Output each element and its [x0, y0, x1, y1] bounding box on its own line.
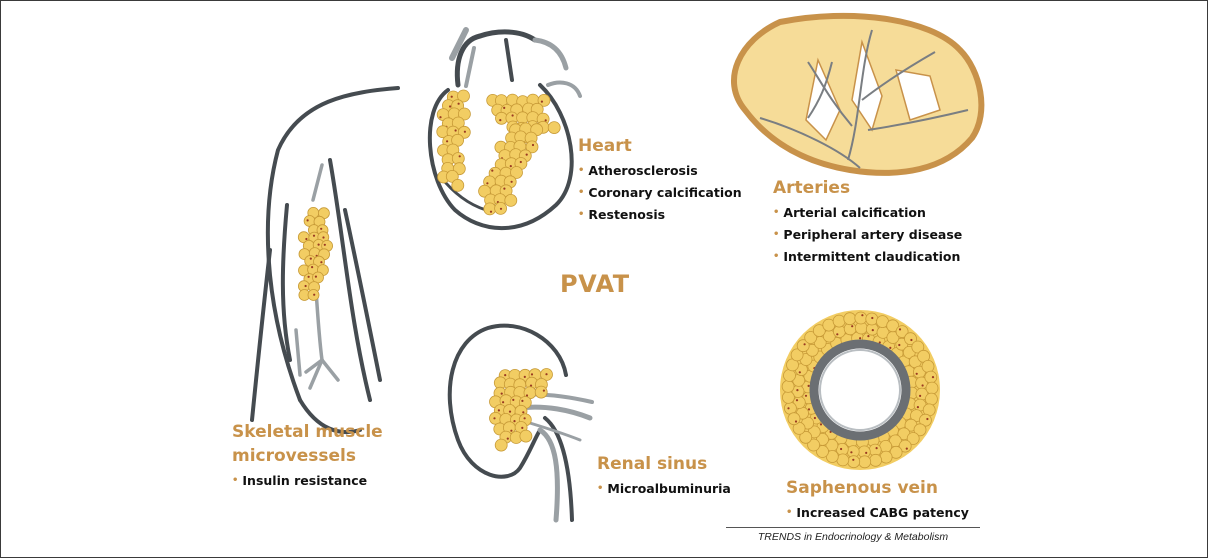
- journal-credit: TRENDS in Endocrinology & Metabolism: [726, 527, 980, 543]
- list-item: •Intermittent claudication: [773, 247, 962, 269]
- skeletal-title-line1: Skeletal muscle: [232, 420, 383, 444]
- list-item: •Microalbuminuria: [597, 479, 731, 501]
- skeletal-list: •Insulin resistance: [232, 471, 383, 493]
- heart-fat-cluster: [437, 90, 560, 215]
- list-item: •Arterial calcification: [773, 203, 962, 225]
- heart-title: Heart: [578, 134, 742, 158]
- arteries-title: Arteries: [773, 176, 962, 200]
- list-item: •Increased CABG patency: [786, 503, 969, 525]
- arm-fat-cluster: [298, 207, 332, 300]
- list-item: •Peripheral artery disease: [773, 225, 962, 247]
- renal-title: Renal sinus: [597, 452, 731, 476]
- list-item: •Restenosis: [578, 205, 742, 227]
- list-item: •Coronary calcification: [578, 183, 742, 205]
- arteries-block: Arteries •Arterial calcification •Periph…: [773, 176, 962, 269]
- list-item: •Insulin resistance: [232, 471, 383, 493]
- heart-list: •Atherosclerosis •Coronary calcification…: [578, 161, 742, 227]
- renal-list: •Microalbuminuria: [597, 479, 731, 501]
- renal-block: Renal sinus •Microalbuminuria: [597, 452, 731, 501]
- skeletal-block: Skeletal muscle microvessels •Insulin re…: [232, 420, 383, 493]
- saphenous-block: Saphenous vein •Increased CABG patency: [786, 476, 969, 525]
- heart-block: Heart •Atherosclerosis •Coronary calcifi…: [578, 134, 742, 227]
- saphenous-list: •Increased CABG patency: [786, 503, 969, 525]
- list-item: •Atherosclerosis: [578, 161, 742, 183]
- saphenous-vein-illustration: [780, 310, 940, 470]
- pvat-center-label: PVAT: [560, 270, 630, 298]
- arteries-list: •Arterial calcification •Peripheral arte…: [773, 203, 962, 269]
- skeletal-title-line2: microvessels: [232, 444, 383, 468]
- kidney-fat-cluster: [490, 369, 553, 452]
- saphenous-title: Saphenous vein: [786, 476, 969, 500]
- arteries-illustration: [734, 16, 981, 173]
